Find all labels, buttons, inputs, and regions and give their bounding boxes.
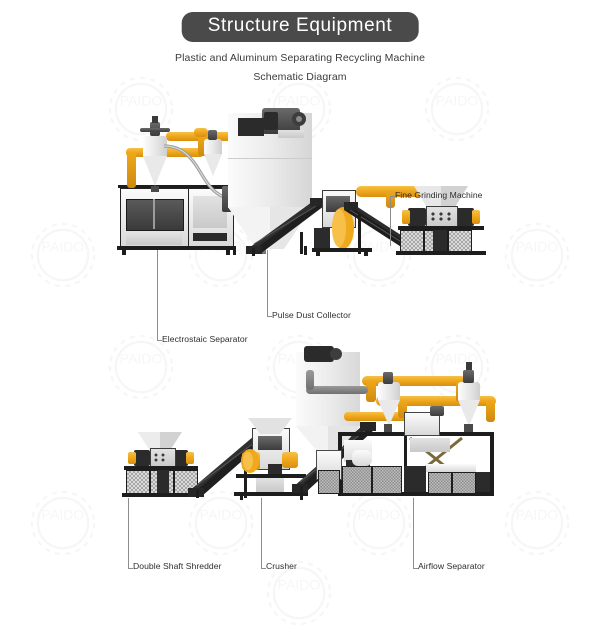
- callout-label: Airflow Separator: [418, 561, 485, 571]
- shredder-hopper: [414, 186, 468, 212]
- lower-row-diagram: [0, 300, 600, 520]
- schematic-page: PAIDO PAIDO PAIDO PAIDO PAIDO: [0, 0, 600, 592]
- callout-label: Double Shaft Shredder: [133, 561, 222, 571]
- grinder-rotor: [332, 207, 354, 249]
- subtitle-line-2: Schematic Diagram: [253, 71, 347, 83]
- page-title: Structure Equipment: [207, 15, 393, 36]
- upper-row-diagram: [0, 0, 600, 270]
- subtitle-line-1: Plastic and Aluminum Separating Recyclin…: [174, 52, 426, 64]
- flex-hose: [163, 144, 225, 199]
- svg-text:PAIDO: PAIDO: [278, 576, 321, 592]
- callout-label: Fine Grinding Machine: [395, 190, 483, 200]
- callout-label: Electrostaic Separator: [162, 334, 248, 344]
- callout-label: Pulse Dust Collector: [272, 310, 351, 320]
- shredder-hopper: [138, 432, 182, 452]
- crusher-hopper: [248, 418, 292, 434]
- page-title-banner: Structure Equipment: [181, 12, 419, 42]
- crusher-pulley: [241, 449, 259, 473]
- callout-label: Crusher: [266, 561, 297, 571]
